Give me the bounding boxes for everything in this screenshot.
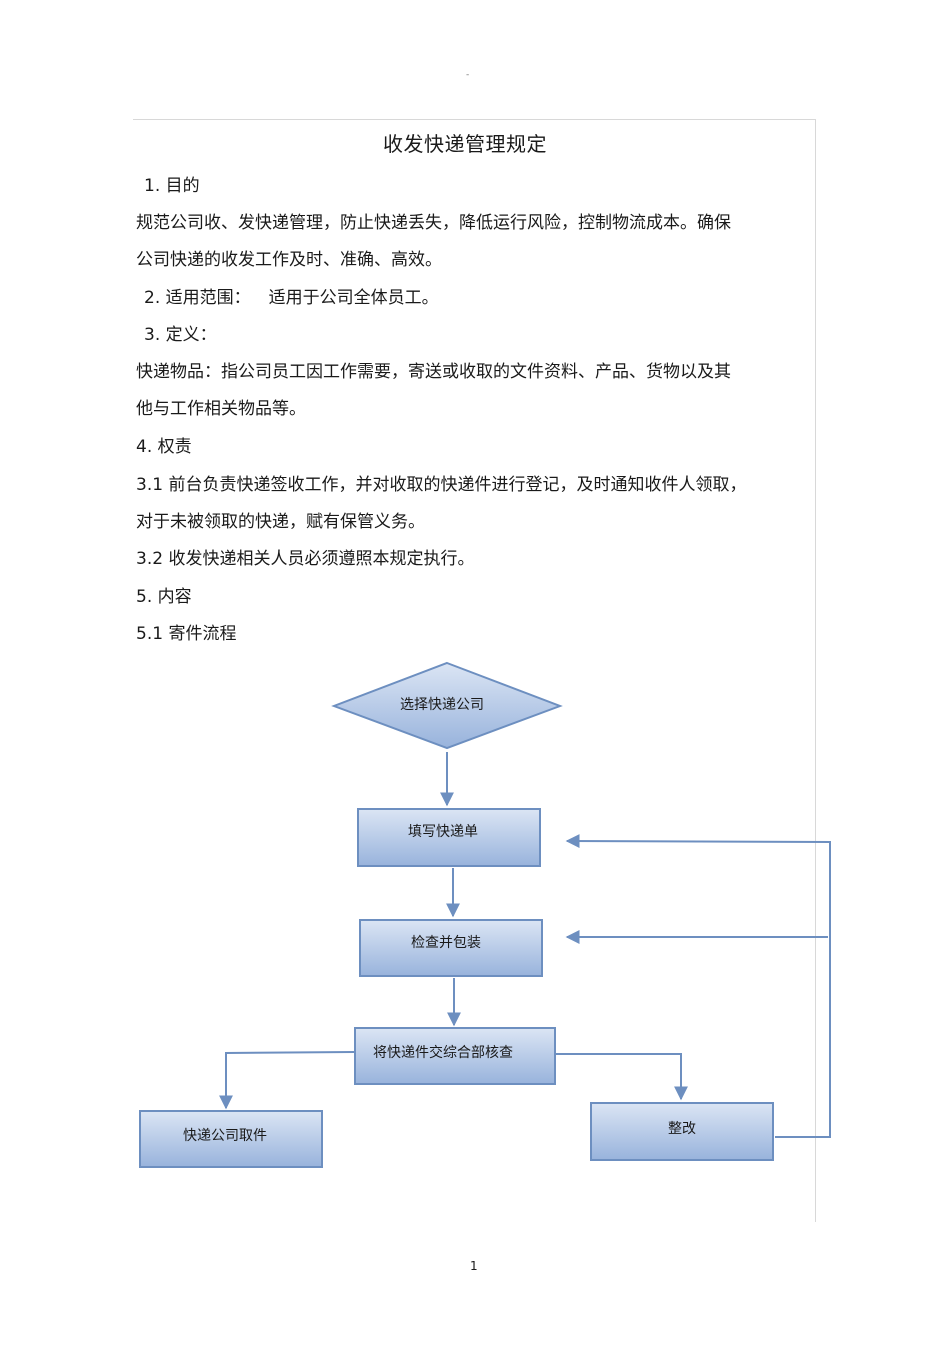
node-check-pack-shape bbox=[359, 919, 543, 977]
page-number: 1 bbox=[470, 1259, 478, 1273]
section-4-number: 4. bbox=[136, 437, 153, 457]
section-2-line: 2. 适用范围： 适用于公司全体员工。 bbox=[144, 287, 439, 309]
section-4-heading: 4. 权责 bbox=[136, 436, 192, 458]
section-3-body-line-2: 他与工作相关物品等。 bbox=[136, 399, 306, 419]
section-5-heading: 5. 内容 bbox=[136, 586, 192, 608]
arrow-review-to-pickup bbox=[219, 1051, 355, 1110]
node-choose-company-shape bbox=[331, 661, 563, 750]
section-3-title: 定义： bbox=[165, 325, 217, 345]
section-3-heading: 3. 定义： bbox=[144, 324, 217, 346]
section-3-body-line-1: 快递物品：指公司员工因工作需要，寄送或收取的文件资料、产品、货物以及其 bbox=[136, 362, 731, 382]
header-mark: - bbox=[466, 70, 470, 80]
section-2-number: 2. bbox=[144, 288, 161, 308]
section-4-item-1-line-1: 3.1 前台负责快递签收工作，并对收取的快递件进行登记，及时通知收件人领取， bbox=[136, 475, 747, 495]
section-1-number: 1. bbox=[144, 176, 161, 196]
section-3-number: 3. bbox=[144, 325, 161, 345]
node-choose-company-label: 选择快递公司 bbox=[400, 697, 484, 713]
section-1-heading: 1. 目的 bbox=[144, 175, 200, 197]
node-fill-form-shape bbox=[357, 808, 541, 867]
section-2-body: 适用于公司全体员工。 bbox=[268, 288, 439, 308]
section-5-title: 内容 bbox=[157, 587, 192, 607]
node-courier-pickup-label: 快递公司取件 bbox=[183, 1128, 267, 1144]
section-4-item-2: 3.2 收发快递相关人员必须遵照本规定执行。 bbox=[136, 549, 475, 569]
section-1-body-line-2: 公司快递的收发工作及时、准确、高效。 bbox=[136, 250, 442, 270]
section-4-item-1-line-2: 对于未被领取的快递，赋有保管义务。 bbox=[136, 512, 425, 532]
node-rectify-shape bbox=[590, 1102, 774, 1161]
section-1-title: 目的 bbox=[165, 176, 200, 196]
node-submit-review-label: 将快递件交综合部核查 bbox=[373, 1044, 513, 1061]
document-title: 收发快递管理规定 bbox=[383, 132, 547, 156]
section-5-1-heading: 5.1 寄件流程 bbox=[136, 624, 237, 644]
frame-top-border bbox=[133, 119, 816, 120]
node-rectify-label: 整改 bbox=[668, 1121, 696, 1137]
arrow-review-to-rectify bbox=[555, 1053, 688, 1101]
section-1-body-line-1: 规范公司收、发快递管理，防止快递丢失，降低运行风险，控制物流成本。确保 bbox=[136, 213, 731, 233]
node-courier-pickup-shape bbox=[139, 1110, 323, 1168]
frame-right-border bbox=[815, 119, 816, 1222]
section-4-title: 权责 bbox=[157, 437, 192, 457]
node-check-pack-label: 检查并包装 bbox=[411, 935, 481, 951]
arrow-rectify-to-fill bbox=[565, 834, 831, 1138]
section-5-number: 5. bbox=[136, 587, 153, 607]
node-submit-review-shape bbox=[354, 1027, 556, 1085]
section-2-title: 适用范围： bbox=[165, 288, 251, 308]
node-fill-form-label: 填写快递单 bbox=[408, 824, 478, 840]
